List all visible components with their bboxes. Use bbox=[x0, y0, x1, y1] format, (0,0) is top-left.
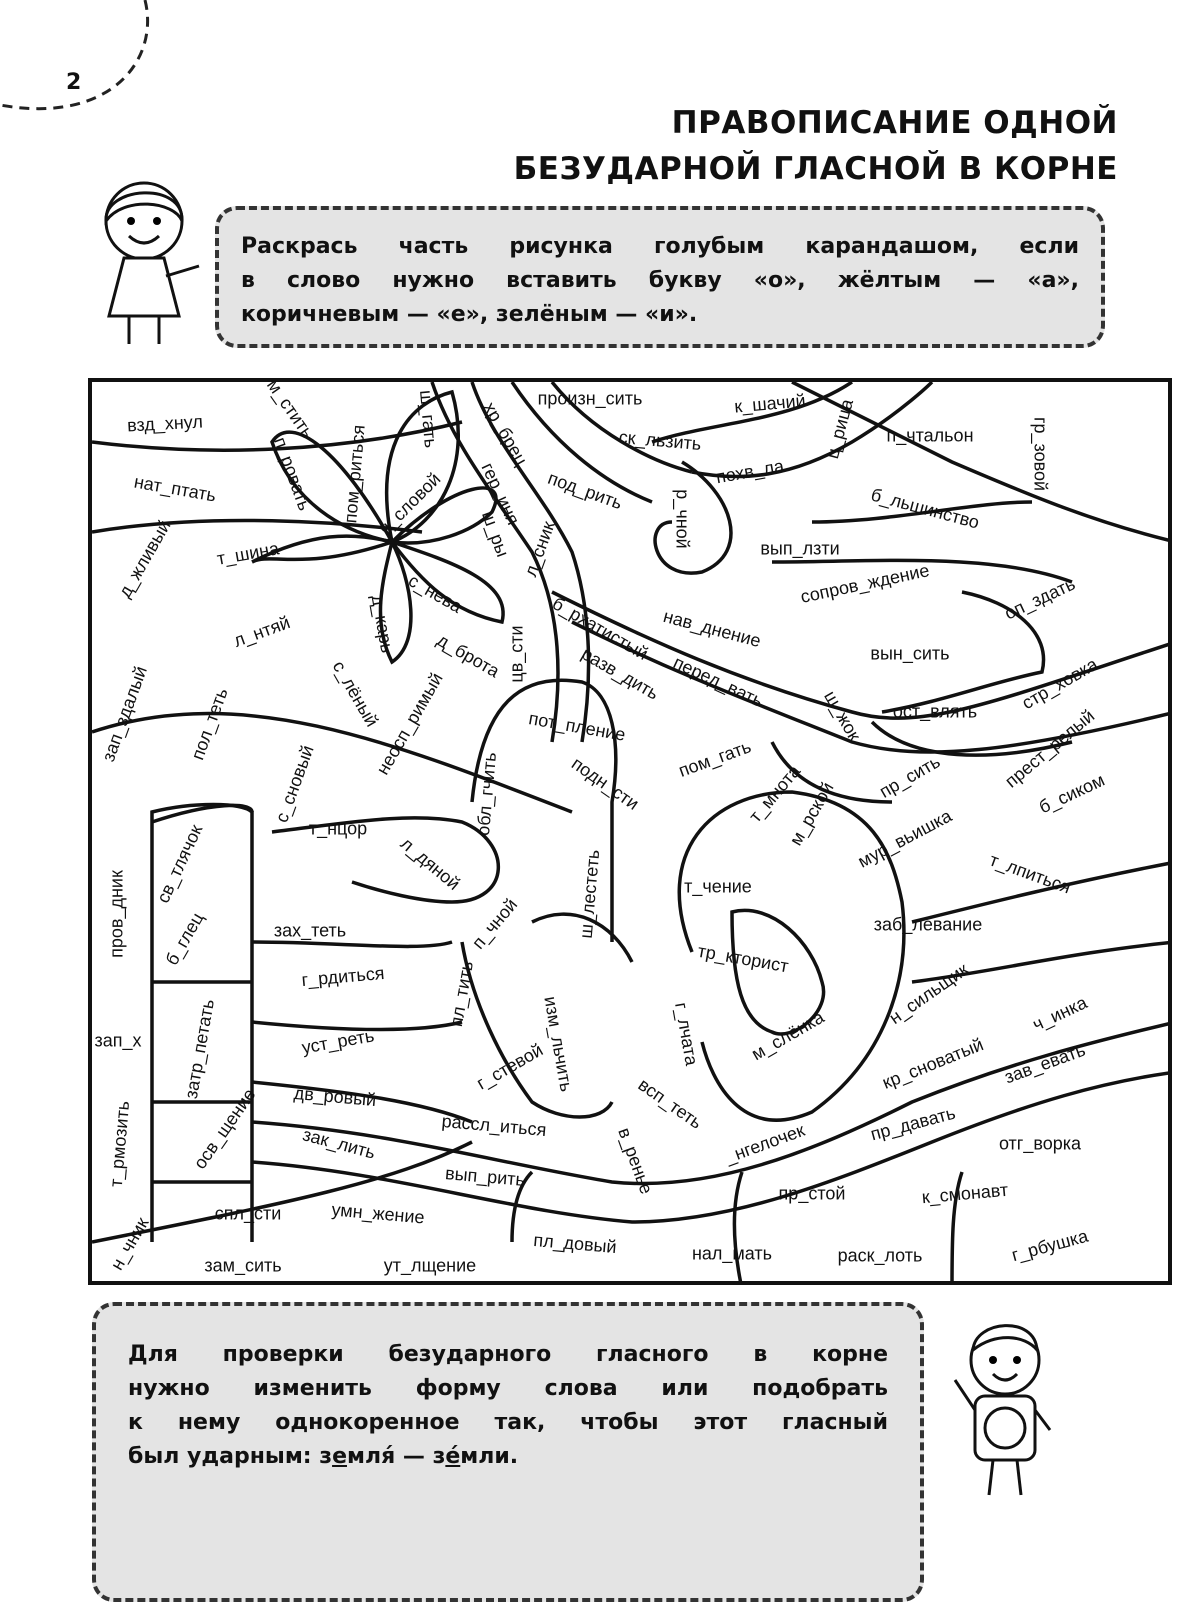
puzzle-word: ост_влять bbox=[892, 701, 978, 722]
puzzle-word: цв_сти bbox=[506, 625, 527, 683]
puzzle-word: заб_левание bbox=[873, 914, 983, 935]
stressed-vowel: я́ bbox=[381, 1444, 396, 1469]
puzzle-word: спл_сти bbox=[214, 1203, 282, 1224]
dash: — bbox=[395, 1444, 433, 1469]
rule-line: к нему однокоренное так, чтобы этот глас… bbox=[128, 1410, 888, 1435]
title-line: БЕЗУДАРНОЙ ГЛАСНОЙ В КОРНЕ bbox=[513, 151, 1118, 187]
instruction-box: Раскрась часть рисунка голубым карандашо… bbox=[215, 206, 1105, 348]
puzzle-word: пров_дник bbox=[106, 870, 127, 958]
instruction-line: Раскрась часть рисунка голубым карандашо… bbox=[241, 234, 1079, 259]
puzzle-word: зах_теть bbox=[273, 920, 347, 941]
puzzle-word: вын_сить bbox=[870, 643, 950, 664]
puzzle-word: гр_зовой bbox=[1030, 416, 1051, 492]
example-word: земля́ bbox=[319, 1444, 395, 1469]
rule-line: нужно изменить форму слова или подобрать bbox=[128, 1376, 888, 1401]
puzzle-word: пр_стой bbox=[778, 1183, 846, 1204]
puzzle-word: зам_сить bbox=[204, 1255, 282, 1276]
check-word: зе́мли. bbox=[433, 1444, 519, 1469]
instruction-line: в слово нужно вставить букву «о», жёлтым… bbox=[241, 268, 1079, 293]
puzzle-word: ут_лщение bbox=[383, 1255, 477, 1276]
puzzle-word: п_чтальон bbox=[886, 425, 974, 446]
unstressed-vowel: е bbox=[332, 1444, 347, 1469]
picture-outlines bbox=[92, 382, 1168, 1281]
puzzle-word: раск_лоть bbox=[837, 1245, 923, 1266]
puzzle-word: вып_лзти bbox=[760, 538, 840, 559]
puzzle-word: р_чной bbox=[672, 489, 693, 549]
title-line: ПРАВОПИСАНИЕ ОДНОЙ bbox=[671, 105, 1118, 141]
example-part: мл bbox=[346, 1444, 382, 1469]
rule-text: был ударным: bbox=[128, 1444, 320, 1469]
rule-box: Для проверки безударного гласного в корн… bbox=[92, 1302, 924, 1602]
example-part: мли. bbox=[460, 1444, 519, 1469]
instruction-line: коричневым — «е», зелёным — «и». bbox=[241, 302, 698, 327]
puzzle-word: произн_сить bbox=[537, 388, 643, 409]
example-part: з bbox=[319, 1444, 333, 1469]
girl-illustration bbox=[104, 181, 200, 344]
puzzle-word: т_нцор bbox=[308, 818, 368, 839]
puzzle-word: нал_мать bbox=[691, 1243, 773, 1264]
rule-line: был ударным: земля́ — зе́мли. bbox=[128, 1440, 888, 1474]
puzzle-word: взд_хнул bbox=[126, 411, 204, 436]
example-part: з bbox=[432, 1444, 446, 1469]
dashed-arc-decoration bbox=[0, 0, 150, 111]
page-number: 2 bbox=[66, 70, 82, 95]
puzzle-word: т_чение bbox=[684, 876, 752, 897]
puzzle-word: отг_ворка bbox=[998, 1133, 1082, 1154]
stressed-vowel: е́ bbox=[445, 1444, 461, 1469]
page-title: ПРАВОПИСАНИЕ ОДНОЙ БЕЗУДАРНОЙ ГЛАСНОЙ В … bbox=[514, 100, 1118, 192]
rule-line: Для проверки безударного гласного в корн… bbox=[128, 1342, 888, 1367]
puzzle-word: зап_х bbox=[94, 1030, 142, 1051]
boy-illustration bbox=[953, 1324, 1052, 1496]
